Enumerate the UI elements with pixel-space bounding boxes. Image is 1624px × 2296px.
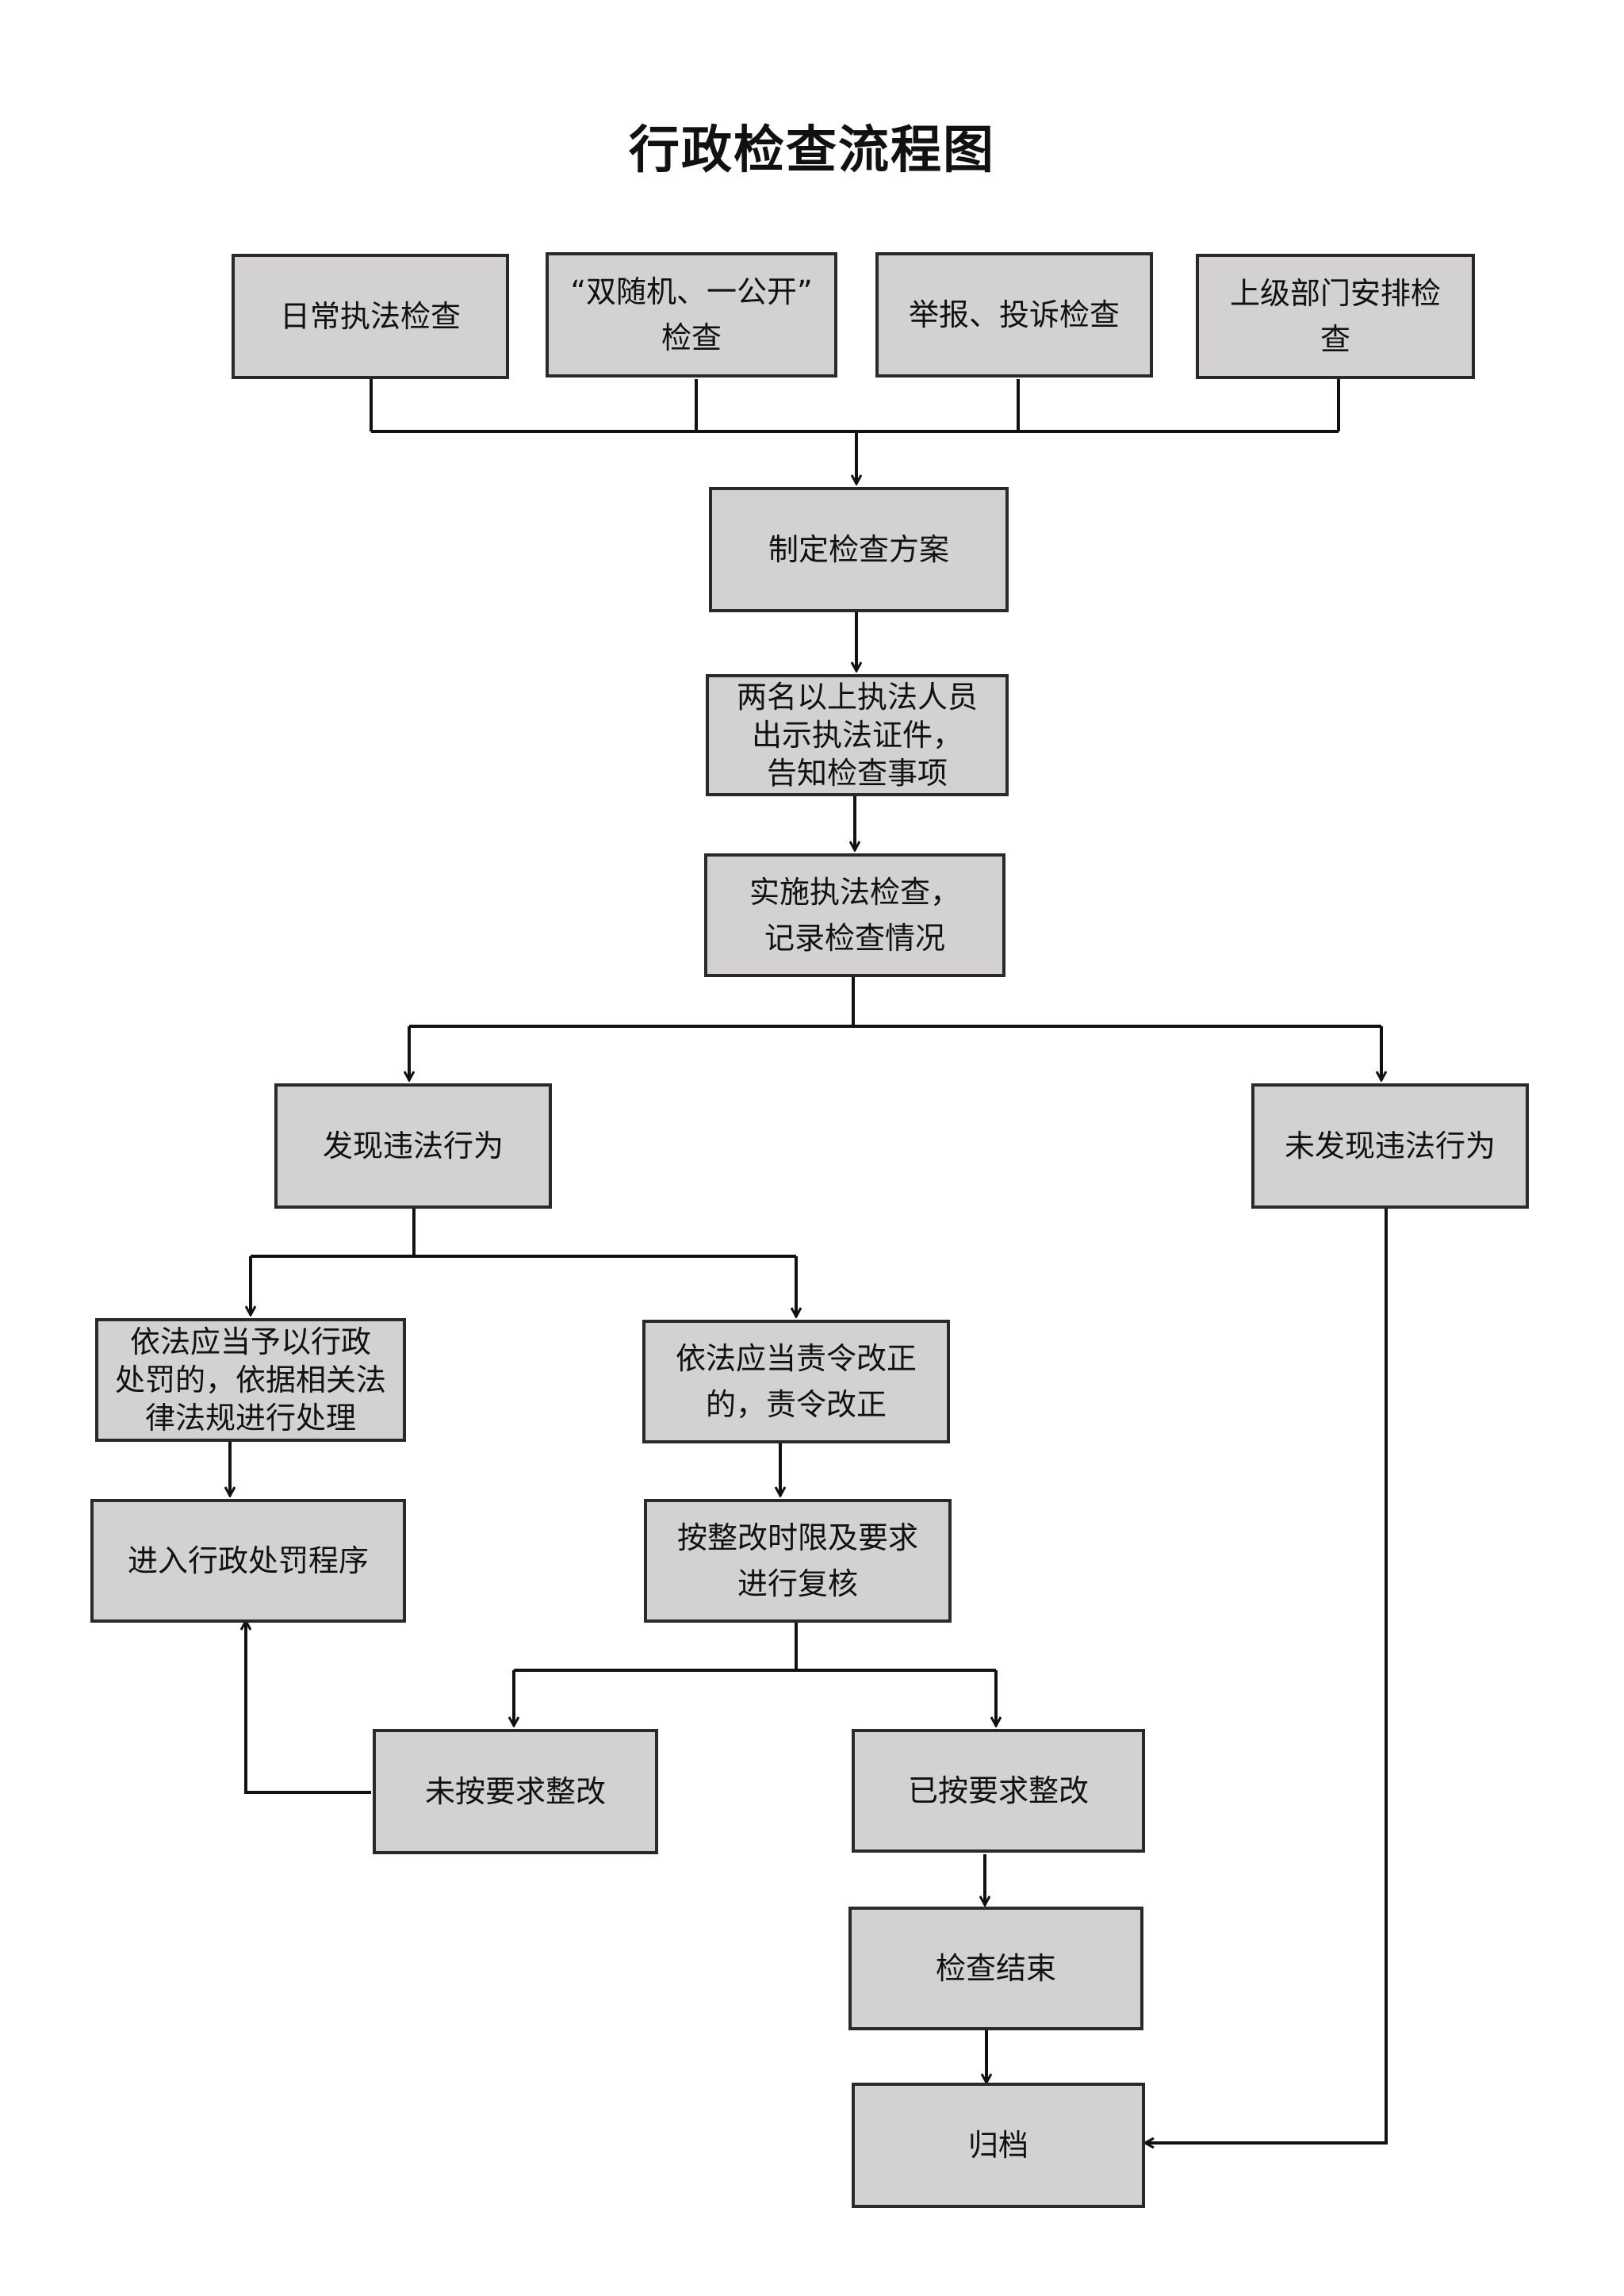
node-superior-inspection: 上级部门安排检 查: [1196, 254, 1475, 379]
node-conduct-inspection: 实施执法检查， 记录检查情况: [704, 853, 1005, 977]
connector-sources-merge: [370, 379, 1340, 433]
node-no-violation-label: 未发现违法行为: [1284, 1129, 1496, 1163]
node-conduct-inspection-label: 实施执法检查， 记录检查情况: [749, 875, 960, 956]
node-archive-label: 归档: [967, 2128, 1028, 2163]
node-superior-inspection-label: 上级部门安排检 查: [1229, 276, 1441, 357]
node-random-inspection-label: “双随机、一公开” 检查: [570, 274, 813, 355]
node-violation-found-label: 发现违法行为: [322, 1129, 504, 1163]
node-should-penalize-label: 依法应当予以行政 处罚的，依据相关法 律法规进行处理: [114, 1324, 386, 1435]
node-inspection-end: 检查结束: [848, 1907, 1143, 2030]
node-report-inspection-label: 举报、投诉检查: [908, 297, 1120, 332]
connector-violation-split: [251, 1207, 796, 1258]
node-daily-inspection-label: 日常执法检查: [279, 299, 461, 334]
node-no-violation: 未发现违法行为: [1251, 1083, 1529, 1209]
node-not-rectified: 未按要求整改: [373, 1729, 658, 1854]
node-violation-found: 发现违法行为: [274, 1083, 552, 1209]
node-daily-inspection: 日常执法检查: [232, 254, 509, 379]
node-should-correct-label: 依法应当责令改正 的，责令改正: [675, 1341, 917, 1422]
node-inspection-end-label: 检查结束: [935, 1951, 1056, 1986]
node-rectified-label: 已按要求整改: [907, 1773, 1089, 1808]
node-review: 按整改时限及要求 进行复核: [644, 1499, 952, 1623]
node-archive: 归档: [852, 2083, 1145, 2208]
page-title: 行政检查流程图: [629, 121, 995, 180]
node-should-correct: 依法应当责令改正 的，责令改正: [642, 1320, 950, 1443]
node-show-credentials-label: 两名以上执法人员 出示执法证件， 告知检查事项: [736, 680, 978, 791]
connector-review-split: [514, 1621, 996, 1672]
node-penalty-procedure-label: 进入行政处罚程序: [127, 1543, 369, 1578]
arrow-not-rectified-to-penalty: [246, 1621, 371, 1794]
node-show-credentials: 两名以上执法人员 出示执法证件， 告知检查事项: [706, 674, 1009, 796]
node-random-inspection: “双随机、一公开” 检查: [546, 252, 837, 378]
connector-conduct-split: [409, 977, 1381, 1028]
node-penalty-procedure: 进入行政处罚程序: [90, 1499, 406, 1623]
node-report-inspection: 举报、投诉检查: [875, 252, 1153, 378]
node-not-rectified-label: 未按要求整改: [424, 1774, 606, 1809]
node-make-plan: 制定检查方案: [709, 487, 1009, 612]
node-make-plan-label: 制定检查方案: [768, 532, 949, 567]
node-should-penalize: 依法应当予以行政 处罚的，依据相关法 律法规进行处理: [95, 1318, 406, 1442]
node-review-label: 按整改时限及要求 进行复核: [676, 1520, 918, 1601]
node-rectified: 已按要求整改: [852, 1729, 1145, 1853]
arrow-no-violation-to-archive: [1145, 1209, 1388, 2143]
